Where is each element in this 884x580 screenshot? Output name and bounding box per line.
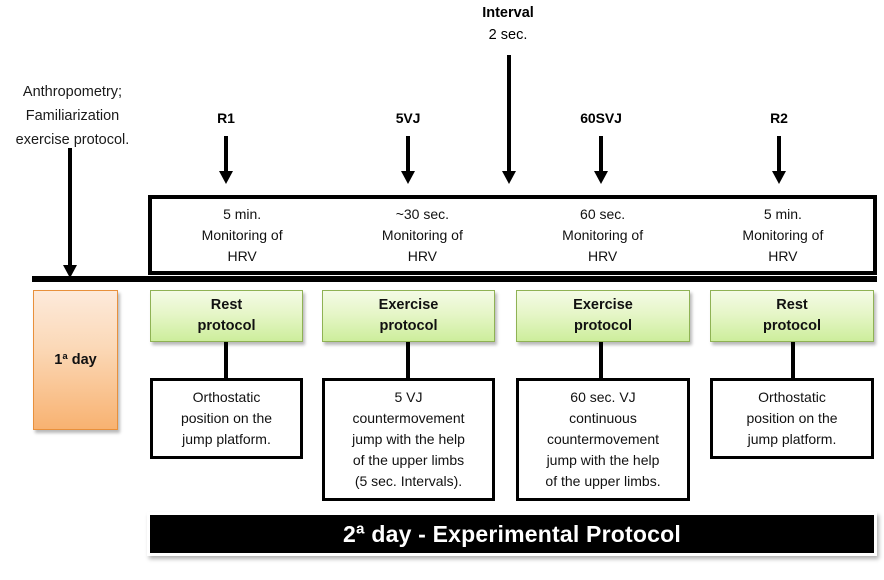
protocol-description-4: Orthostatic position on the jump platfor… [710,378,874,459]
hrv-monitoring-4: Monitoring of [742,226,824,243]
day-one-label: 1ª day [54,352,97,368]
protocol-description-3: 60 sec. VJ continuous countermovement ju… [516,378,690,501]
hrv-monitoring-2: Monitoring of [381,226,463,243]
hrv-metric-1: HRV [227,247,257,264]
hrv-metric-2: HRV [407,247,438,264]
hrv-metric-4: HRV [768,247,798,264]
interval-title: Interval [482,5,534,21]
interval-label: Interval 2 sec. [448,2,568,46]
protocol-box-4[interactable]: Rest protocol [710,290,874,342]
marker-label-60svj: 60SVJ [580,110,622,126]
protocol-box-2[interactable]: Exercise protocol [322,290,495,342]
protocol-box-1[interactable]: Rest protocol [150,290,303,342]
hrv-cell-3: 60 sec. Monitoring of HRV [513,199,693,271]
hrv-duration-1: 5 min. [223,205,262,222]
marker-label-r1: R1 [217,110,235,126]
protocol-connector-3 [599,342,603,378]
hrv-duration-3: 60 sec. [580,205,626,222]
protocol-description-2: 5 VJ countermovement jump with the help … [322,378,495,501]
hrv-metric-3: HRV [587,247,618,264]
interval-value: 2 sec. [488,27,528,43]
day-two-label: 2ª day - Experimental Protocol [343,520,681,547]
marker-label-r2: R2 [770,110,788,126]
protocol-description-1: Orthostatic position on the jump platfor… [150,378,303,459]
hrv-duration-2: ~30 sec. [395,205,450,222]
marker-label-5vj: 5VJ [395,110,421,126]
hrv-monitoring-3: Monitoring of [562,226,644,243]
anthropometry-intro-text: Anthropometry; Familiarization exercise … [15,84,130,148]
hrv-duration-4: 5 min. [763,205,802,222]
protocol-connector-2 [406,342,410,378]
protocol-connector-1 [224,342,228,378]
timeline-bar [32,276,877,282]
day-one-box: 1ª day [33,290,118,430]
hrv-monitoring-box: 5 min. Monitoring of HRV ~30 sec. Monito… [148,195,877,275]
day-two-footer: 2ª day - Experimental Protocol [147,512,877,556]
protocol-connector-4 [791,342,795,378]
hrv-cell-2: ~30 sec. Monitoring of HRV [332,199,512,271]
hrv-cell-1: 5 min. Monitoring of HRV [152,199,332,271]
hrv-monitoring-1: Monitoring of [201,226,283,243]
protocol-box-3[interactable]: Exercise protocol [516,290,690,342]
hrv-cell-4: 5 min. Monitoring of HRV [693,199,873,271]
